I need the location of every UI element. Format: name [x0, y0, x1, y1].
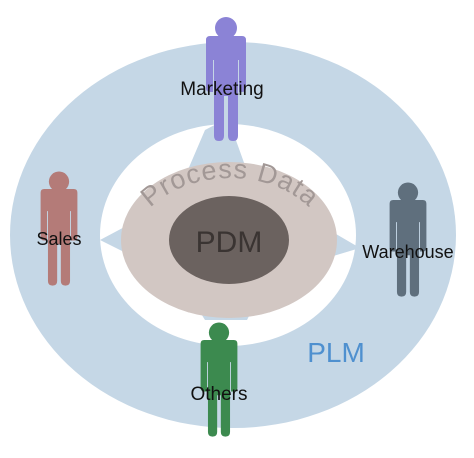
sales-label: Sales [36, 229, 81, 249]
pdm-core [169, 196, 289, 284]
plm-label: PLM [307, 337, 365, 368]
pdm-label: PDM [196, 226, 263, 259]
marketing-label: Marketing [180, 79, 263, 100]
others-label: Others [190, 384, 247, 405]
warehouse-label: Warehouse [362, 242, 453, 262]
